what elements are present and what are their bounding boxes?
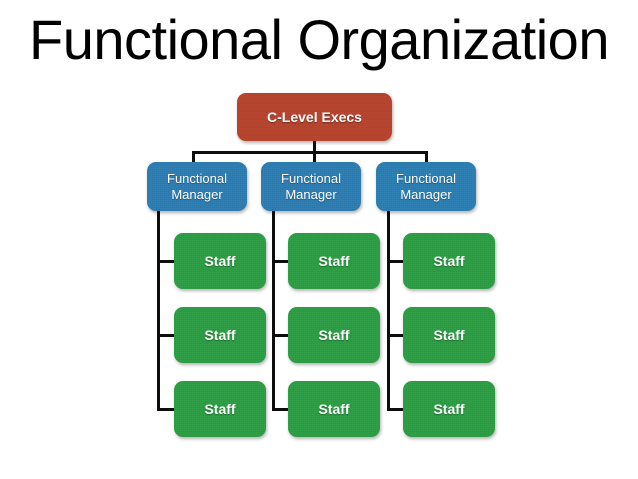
org-node-staff-2-2[interactable]: Staff	[288, 307, 380, 363]
connector-stub-manager-2-staff-1	[272, 260, 292, 263]
connector-spine-manager-1	[157, 208, 160, 410]
connector-exec-stem	[313, 141, 316, 153]
org-node-staff-3-3[interactable]: Staff	[403, 381, 495, 437]
connector-stub-manager-2-staff-3	[272, 408, 292, 411]
connector-spine-manager-2	[272, 208, 275, 410]
org-node-staff-1-1-label: Staff	[204, 253, 236, 269]
connector-stub-manager-1-staff-2	[157, 334, 177, 337]
connector-spine-manager-3	[387, 208, 390, 410]
org-node-staff-1-2-label: Staff	[204, 327, 236, 343]
org-node-staff-3-1-label: Staff	[433, 253, 465, 269]
page-title: Functional Organization	[29, 8, 609, 71]
org-node-staff-3-3-label: Staff	[433, 401, 465, 417]
connector-stub-manager-3-staff-1	[387, 260, 407, 263]
org-node-manager-2-label: Functional Manager	[281, 170, 341, 202]
org-node-staff-3-2-label: Staff	[433, 327, 465, 343]
connector-drop-manager-1	[192, 151, 195, 164]
org-node-executive[interactable]: C-Level Execs	[237, 93, 392, 141]
org-node-manager-2[interactable]: Functional Manager	[261, 162, 361, 211]
connector-stub-manager-1-staff-3	[157, 408, 177, 411]
org-node-staff-3-1[interactable]: Staff	[403, 233, 495, 289]
org-node-staff-1-3[interactable]: Staff	[174, 381, 266, 437]
connector-stub-manager-1-staff-1	[157, 260, 177, 263]
org-node-staff-1-2[interactable]: Staff	[174, 307, 266, 363]
org-node-staff-2-2-label: Staff	[318, 327, 350, 343]
org-node-staff-3-2[interactable]: Staff	[403, 307, 495, 363]
org-node-staff-2-3[interactable]: Staff	[288, 381, 380, 437]
connector-manager-bus	[192, 151, 428, 154]
org-node-staff-2-1[interactable]: Staff	[288, 233, 380, 289]
org-node-manager-3-label: Functional Manager	[396, 170, 456, 202]
connector-stub-manager-2-staff-2	[272, 334, 292, 337]
connector-stub-manager-3-staff-2	[387, 334, 407, 337]
org-node-manager-1-label: Functional Manager	[167, 170, 227, 202]
org-node-executive-label: C-Level Execs	[267, 109, 362, 125]
org-node-manager-3[interactable]: Functional Manager	[376, 162, 476, 211]
org-node-manager-1[interactable]: Functional Manager	[147, 162, 247, 211]
org-node-staff-2-3-label: Staff	[318, 401, 350, 417]
org-node-staff-1-3-label: Staff	[204, 401, 236, 417]
connector-drop-manager-3	[425, 151, 428, 164]
org-node-staff-2-1-label: Staff	[318, 253, 350, 269]
org-node-staff-1-1[interactable]: Staff	[174, 233, 266, 289]
connector-stub-manager-3-staff-3	[387, 408, 407, 411]
connector-drop-manager-2	[313, 151, 316, 164]
